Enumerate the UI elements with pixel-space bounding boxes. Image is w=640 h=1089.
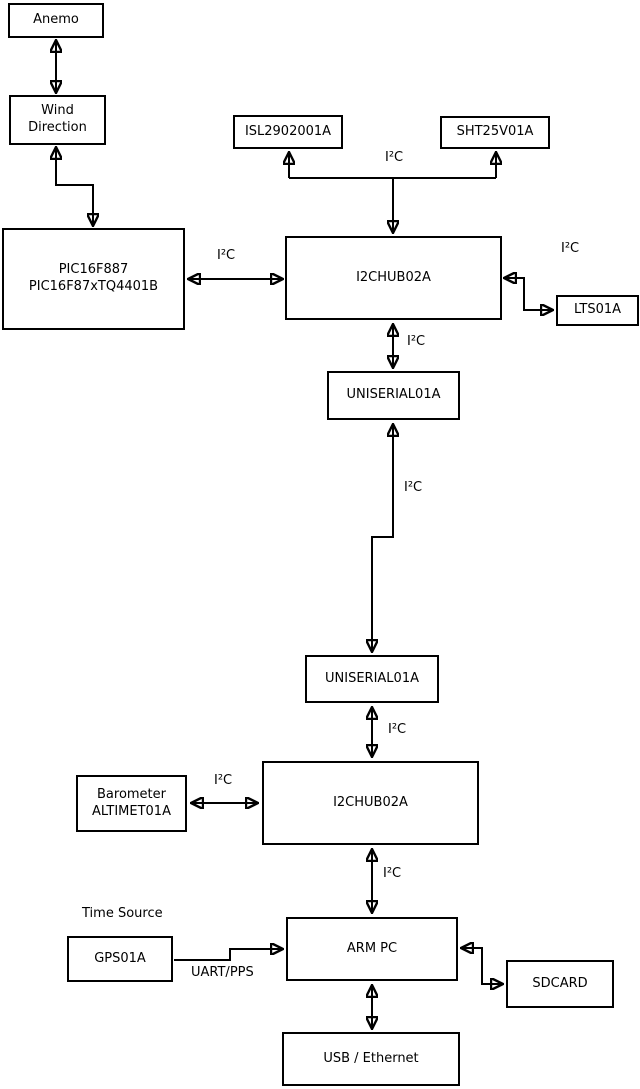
node-isl: ISL2902001A xyxy=(233,115,343,149)
connector-hub1-lts xyxy=(504,277,553,310)
node-sdcard: SDCARD xyxy=(506,960,614,1008)
node-uniserial-top-label: UNISERIAL01A xyxy=(346,387,441,403)
node-isl-label: ISL2902001A xyxy=(244,123,332,139)
node-lts: LTS01A xyxy=(556,295,639,326)
node-uniserial-top: UNISERIAL01A xyxy=(327,371,460,420)
connector-uniserial-link xyxy=(372,424,394,652)
connector-arm-sdcard xyxy=(461,947,503,984)
node-arm-pc-label: ARM PC xyxy=(346,940,398,956)
node-barometer-label: ALTIMET01A xyxy=(92,803,171,819)
i2c-label: I²C xyxy=(404,480,423,495)
node-sht: SHT25V01A xyxy=(440,116,550,149)
node-pic: PIC16F887 PIC16F87xTQ4401B xyxy=(2,228,185,330)
node-gps: GPS01A xyxy=(67,936,173,982)
i2c-label: I²C xyxy=(388,722,407,737)
node-i2c-hub-bottom-label: I2CHUB02A xyxy=(333,794,408,810)
i2c-label: I²C xyxy=(217,248,236,263)
node-anemo-label: Anemo xyxy=(33,12,79,28)
node-arm-pc: ARM PC xyxy=(286,917,458,981)
node-sht-label: SHT25V01A xyxy=(456,124,534,140)
node-gps-label: GPS01A xyxy=(94,950,146,966)
connector-wind-pic xyxy=(55,147,93,226)
node-barometer-label: Barometer xyxy=(97,786,166,802)
node-wind-direction: Wind Direction xyxy=(9,95,106,145)
node-barometer: Barometer ALTIMET01A xyxy=(76,775,187,832)
node-i2c-hub-bottom: I2CHUB02A xyxy=(262,761,479,845)
connector-gps-arm xyxy=(174,949,283,961)
connector-hub1-lts xyxy=(504,278,553,311)
node-i2c-hub-top-label: I2CHUB02A xyxy=(356,269,431,285)
node-anemo: Anemo xyxy=(8,3,104,38)
i2c-label: I²C xyxy=(561,241,580,256)
time-source-label: Time Source xyxy=(82,906,163,921)
i2c-label: I²C xyxy=(407,334,426,349)
node-sdcard-label: SDCARD xyxy=(532,975,588,991)
node-pic-label: PIC16F887 xyxy=(58,262,129,278)
node-usb-ethernet: USB / Ethernet xyxy=(282,1032,460,1086)
node-wind-direction-label: Wind xyxy=(41,103,74,119)
node-uniserial-bottom-label: UNISERIAL01A xyxy=(325,670,419,686)
node-wind-direction-label: Direction xyxy=(28,120,87,135)
node-uniserial-bottom: UNISERIAL01A xyxy=(305,655,439,703)
i2c-label: I²C xyxy=(383,866,402,881)
node-i2c-hub-top: I2CHUB02A xyxy=(285,236,502,320)
node-usb-ethernet-label: USB / Ethernet xyxy=(323,1050,419,1066)
uart-pps-label: UART/PPS xyxy=(191,965,254,980)
node-pic-label: PIC16F87xTQ4401B xyxy=(28,279,159,294)
connector-wind-pic xyxy=(56,147,94,226)
i2c-label: I²C xyxy=(214,773,233,788)
node-lts-label: LTS01A xyxy=(573,302,622,318)
i2c-label: I²C xyxy=(385,150,404,165)
